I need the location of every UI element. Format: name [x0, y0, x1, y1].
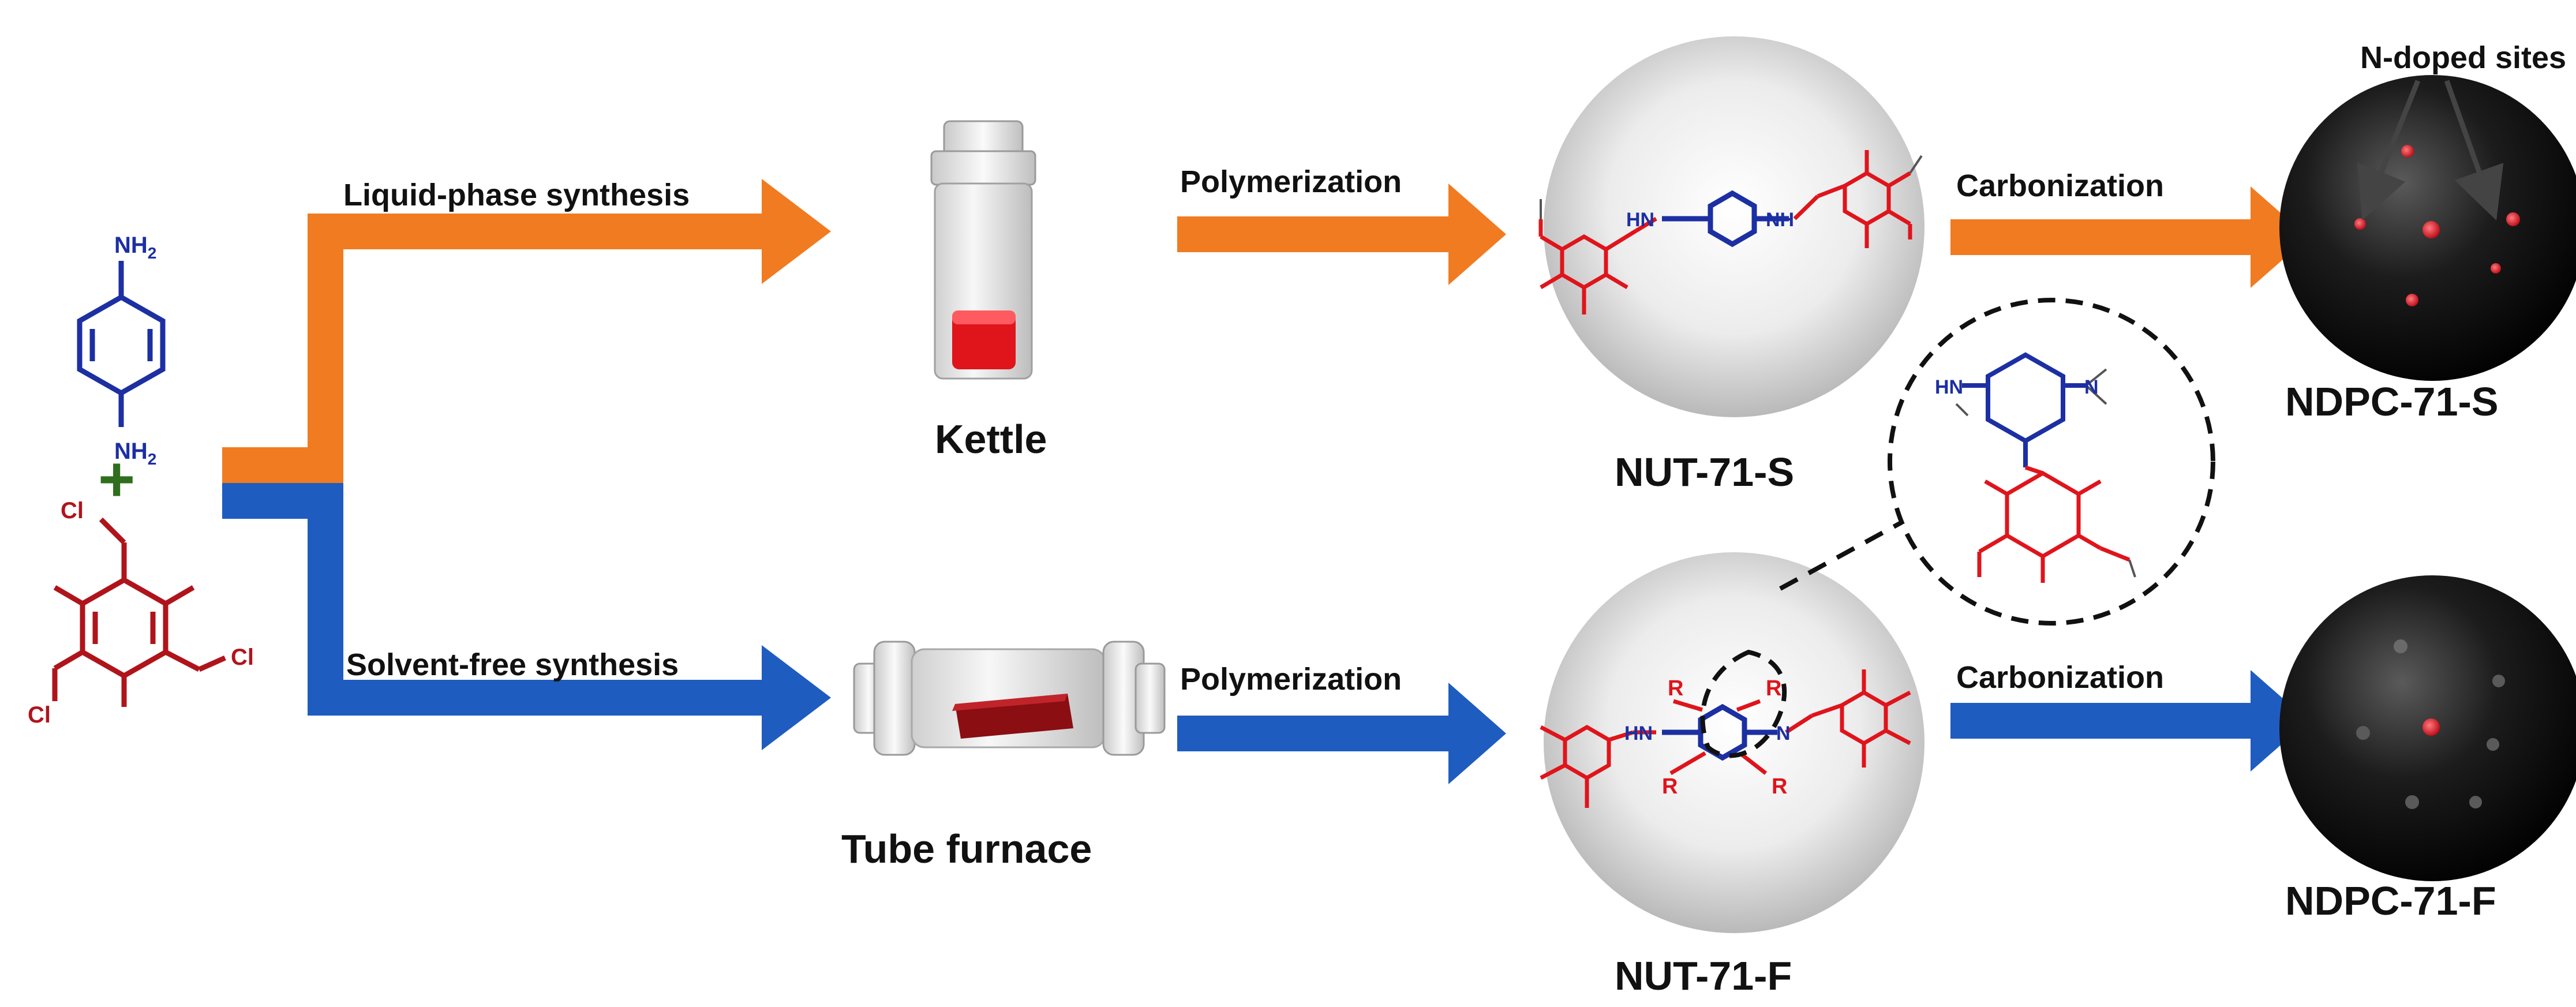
- tube-furnace-label: Tube furnace: [841, 826, 1092, 871]
- n-doped-arrow-right: [2444, 80, 2504, 220]
- liquid-phase-route-arrow: [222, 179, 831, 483]
- tube-furnace-icon: [853, 641, 1166, 756]
- cl-label-right: Cl: [231, 645, 254, 670]
- svg-text:N: N: [2084, 376, 2099, 398]
- solvent-free-label: Solvent-free synthesis: [346, 647, 679, 682]
- svg-text:HN: HN: [1935, 376, 1963, 398]
- svg-text:R: R: [1766, 676, 1781, 701]
- ndpc-71-f-sphere: [2279, 575, 2576, 881]
- polymerization-label-bottom: Polymerization: [1180, 662, 1402, 697]
- nut-71-s-network-structure: HN NH: [1538, 36, 1924, 417]
- nut-71-s-label: NUT-71-S: [1615, 450, 1794, 495]
- n-doped-sites-label: N-doped sites: [2360, 40, 2566, 75]
- ndpc-71-f-label: NDPC-71-F: [2285, 878, 2496, 923]
- svg-text:NH: NH: [1766, 209, 1794, 231]
- carbonization-label-bottom: Carbonization: [1956, 660, 2164, 695]
- svg-text:N: N: [1776, 723, 1791, 744]
- cl-label-bottom: Cl: [28, 702, 51, 728]
- amine-bottom-label: NH2: [114, 439, 156, 468]
- p-phenylenediamine-structure: [77, 261, 166, 427]
- zoom-inset-structure: HN N: [1888, 298, 2215, 626]
- svg-text:R: R: [1668, 676, 1683, 701]
- liquid-phase-label: Liquid-phase synthesis: [343, 178, 690, 212]
- svg-text:HN: HN: [1624, 723, 1653, 744]
- ndpc-71-s-label: NDPC-71-S: [2285, 379, 2499, 424]
- solvent-free-route-arrow: [222, 483, 831, 750]
- kettle-icon: [930, 120, 1036, 380]
- chloromethyl-mesitylene-structure: [52, 517, 226, 707]
- svg-text:R: R: [1662, 774, 1678, 799]
- amine-top-label: NH2: [114, 233, 156, 262]
- n-doped-arrow-left: [2357, 80, 2421, 220]
- polymerization-arrow-top: [1177, 184, 1506, 285]
- carbonization-arrow-top: [1950, 186, 2308, 288]
- nut-71-f-label: NUT-71-F: [1615, 953, 1792, 998]
- svg-text:R: R: [1772, 774, 1787, 799]
- carbonization-arrow-bottom: [1950, 670, 2308, 772]
- polymerization-label-top: Polymerization: [1180, 164, 1402, 199]
- nut-71-f-network-structure: HN N R R R R: [1540, 552, 1924, 933]
- carbonization-label-top: Carbonization: [1956, 169, 2164, 203]
- cl-label-top: Cl: [61, 498, 84, 523]
- kettle-label: Kettle: [935, 417, 1047, 462]
- plus-sign: +: [98, 444, 135, 515]
- svg-text:HN: HN: [1626, 209, 1654, 231]
- ndpc-71-s-sphere: [2279, 75, 2576, 381]
- polymerization-arrow-bottom: [1177, 683, 1506, 784]
